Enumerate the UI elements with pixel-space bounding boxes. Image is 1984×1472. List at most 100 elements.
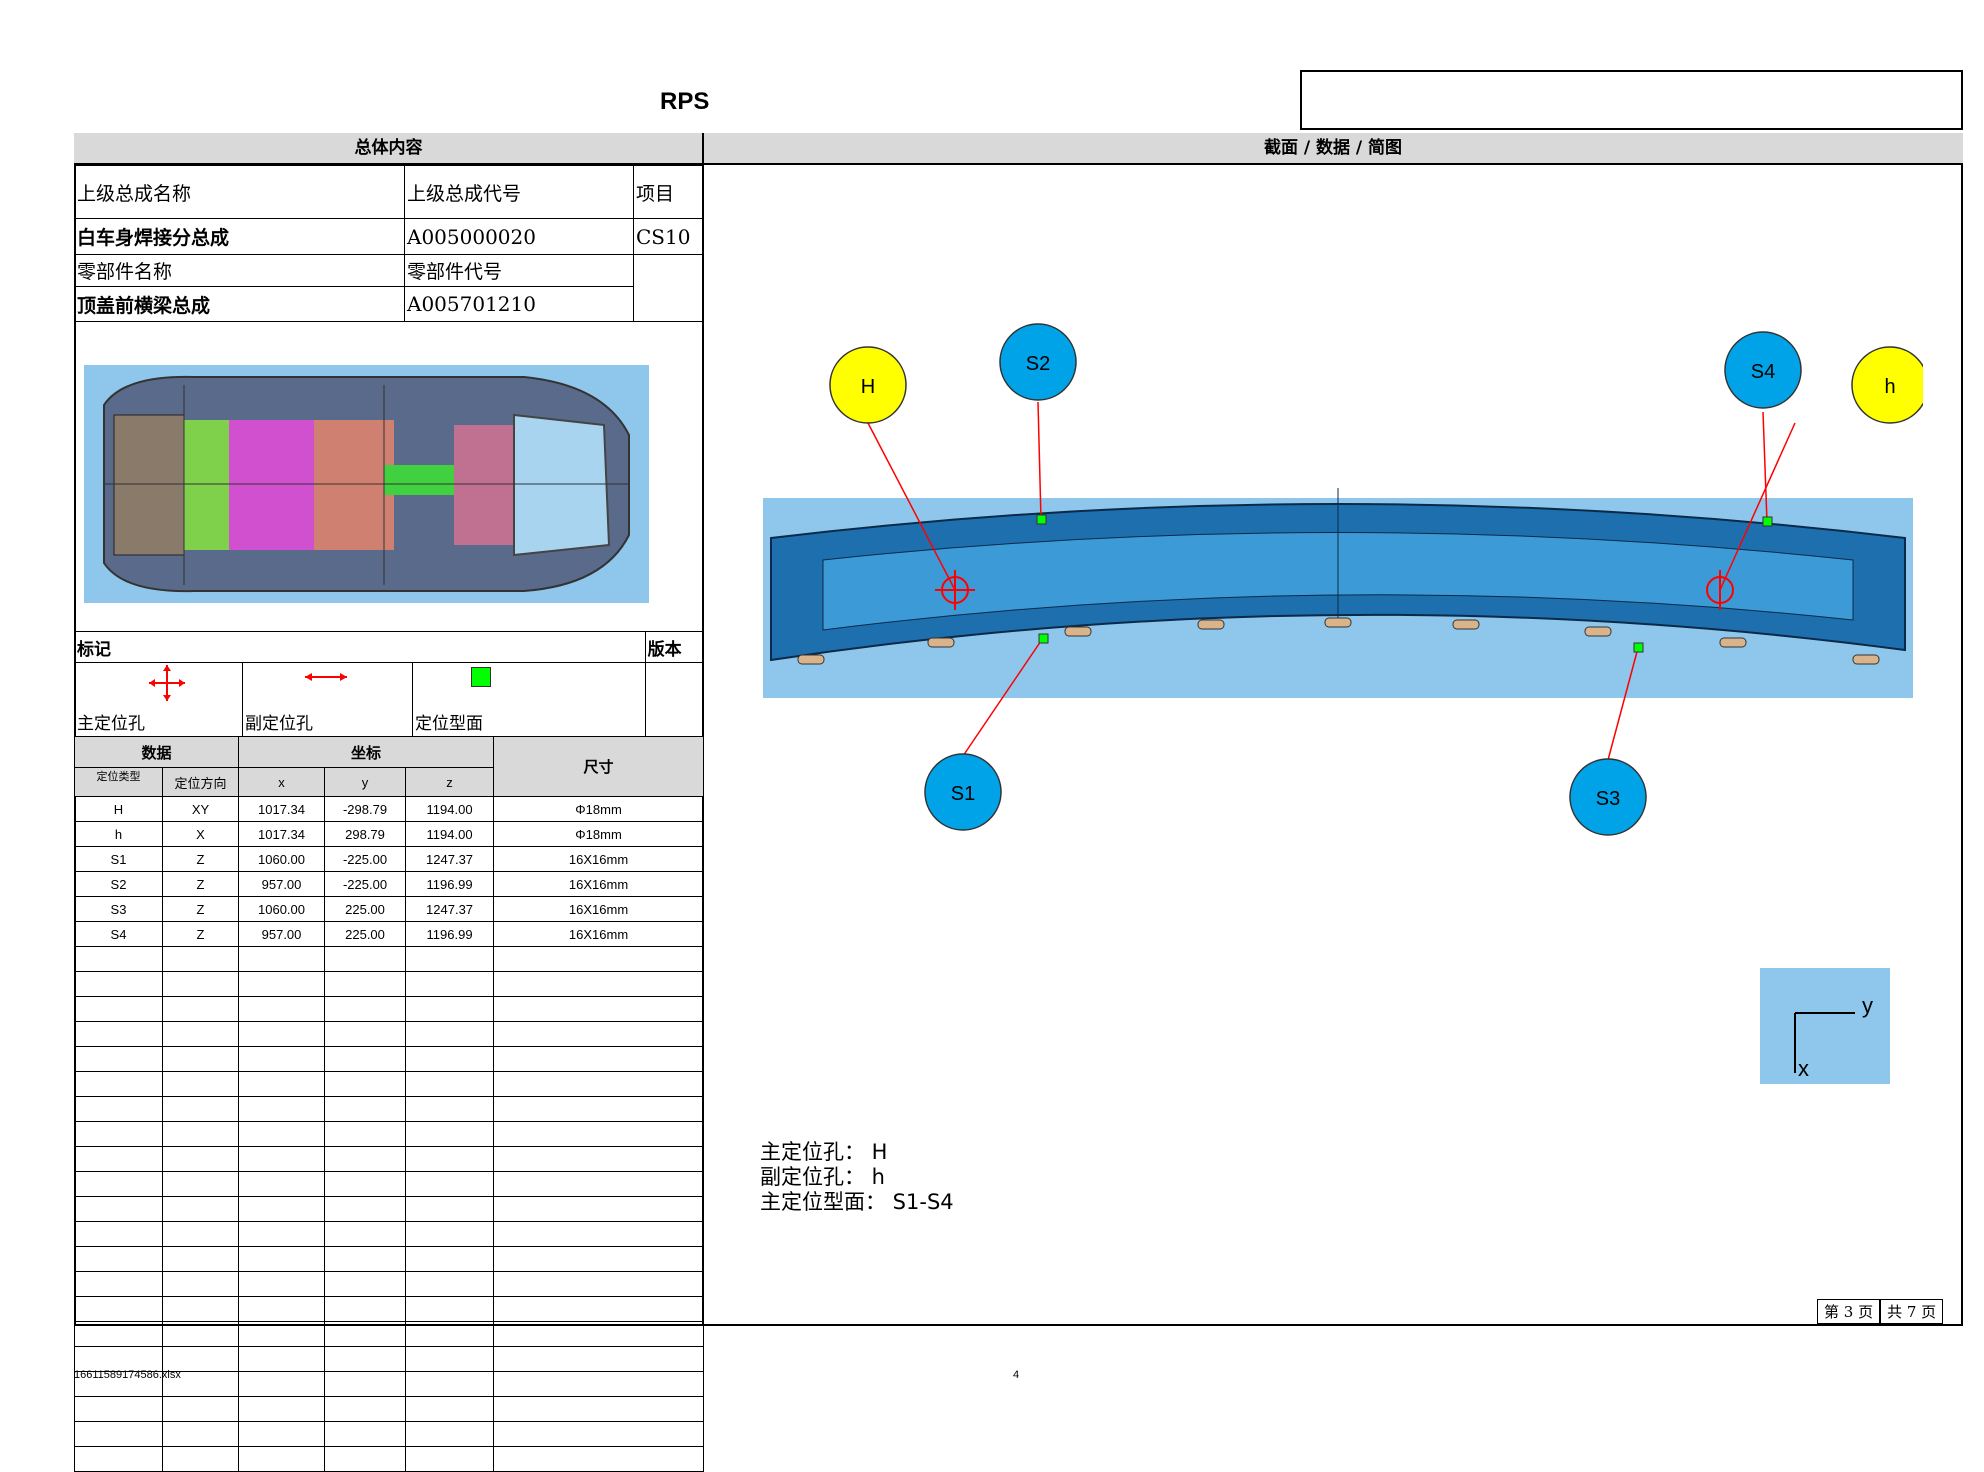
empty-cell bbox=[161, 1346, 240, 1372]
empty-row bbox=[74, 971, 705, 997]
cell-dir: Z bbox=[161, 846, 240, 872]
main-hole-legend: 主定位孔 bbox=[74, 662, 243, 737]
cell-x: 1017.34 bbox=[238, 821, 326, 847]
svg-text:H: H bbox=[861, 376, 875, 398]
empty-row bbox=[74, 1371, 705, 1397]
size-header: 尺寸 bbox=[493, 736, 705, 797]
empty-cell bbox=[74, 1071, 163, 1097]
empty-row bbox=[74, 1146, 705, 1172]
right-section-header: 截面 / 数据 / 简图 bbox=[703, 133, 1963, 165]
empty-cell bbox=[493, 1421, 705, 1447]
cell-x: 957.00 bbox=[238, 921, 326, 947]
empty-cell bbox=[161, 1146, 240, 1172]
empty-row bbox=[74, 1196, 705, 1222]
main-hole-text: 主定位孔 bbox=[77, 714, 145, 734]
page-indicator: 第 3 页共 7 页 bbox=[1817, 1299, 1944, 1324]
empty-cell bbox=[238, 1371, 326, 1397]
cell-dir: X bbox=[161, 821, 240, 847]
parent-code: A005000020 bbox=[404, 218, 634, 255]
cell-size: Φ18mm bbox=[493, 821, 705, 847]
empty-row bbox=[74, 1046, 705, 1072]
empty-cell bbox=[238, 971, 326, 997]
cell-z: 1194.00 bbox=[405, 796, 495, 822]
panel-divider bbox=[702, 133, 704, 1326]
assembly-info-table: 上级总成名称 上级总成代号 项目 白车身焊接分总成 A005000020 CS1… bbox=[74, 165, 703, 322]
axis-y-label: y bbox=[1862, 993, 1873, 1018]
empty-cell bbox=[324, 1146, 407, 1172]
cell-id: H bbox=[74, 796, 163, 822]
empty-cell bbox=[324, 1396, 407, 1422]
empty-row bbox=[74, 1246, 705, 1272]
empty-cell bbox=[238, 1121, 326, 1147]
cell-size: 16X16mm bbox=[493, 896, 705, 922]
z-header: z bbox=[405, 767, 495, 797]
project-label: 项目 bbox=[633, 165, 703, 219]
parent-name-label: 上级总成名称 bbox=[74, 165, 405, 219]
parent-name: 白车身焊接分总成 bbox=[74, 218, 405, 255]
empty-cell bbox=[493, 1196, 705, 1222]
section-diagram: H S2 S4 h S1 S3 bbox=[763, 323, 1923, 836]
note-sub-hole: 副定位孔： h bbox=[760, 1165, 885, 1189]
cell-y: -298.79 bbox=[324, 796, 407, 822]
empty-cell bbox=[161, 1446, 240, 1472]
cell-id: S1 bbox=[74, 846, 163, 872]
empty-cell bbox=[161, 1396, 240, 1422]
sub-hole-text: 副定位孔 bbox=[245, 714, 313, 734]
empty-row bbox=[74, 1446, 705, 1472]
parent-code-label: 上级总成代号 bbox=[404, 165, 634, 219]
surface-S2-marker bbox=[1036, 514, 1047, 525]
cell-y: -225.00 bbox=[324, 846, 407, 872]
cell-z: 1194.00 bbox=[405, 821, 495, 847]
svg-text:S4: S4 bbox=[1751, 361, 1775, 383]
empty-cell bbox=[493, 1321, 705, 1347]
empty-cell bbox=[493, 1171, 705, 1197]
empty-cell bbox=[74, 1271, 163, 1297]
empty-cell bbox=[324, 1321, 407, 1347]
empty-cell bbox=[161, 1046, 240, 1072]
footer-filename: 16611589174586.xlsx bbox=[74, 1369, 181, 1381]
cell-id: h bbox=[74, 821, 163, 847]
surface-S3-marker bbox=[1633, 642, 1644, 653]
empty-row bbox=[74, 1321, 705, 1347]
empty-cell bbox=[238, 1146, 326, 1172]
empty-cell bbox=[238, 946, 326, 972]
empty-row bbox=[74, 1221, 705, 1247]
empty-cell bbox=[74, 1221, 163, 1247]
empty-cell bbox=[74, 1121, 163, 1147]
label-S3: S3 bbox=[1569, 758, 1647, 836]
empty-cell bbox=[238, 1396, 326, 1422]
empty-cell bbox=[74, 1421, 163, 1447]
surface-square-icon bbox=[471, 667, 491, 687]
axis-x-label: x bbox=[1798, 1056, 1809, 1081]
cell-id: S2 bbox=[74, 871, 163, 897]
empty-row bbox=[74, 996, 705, 1022]
empty-cell bbox=[405, 1296, 495, 1322]
y-header: y bbox=[324, 767, 407, 797]
empty-cell bbox=[493, 1146, 705, 1172]
empty-row bbox=[74, 1421, 705, 1447]
empty-cell bbox=[405, 1346, 495, 1372]
empty-cell bbox=[238, 1221, 326, 1247]
empty-cell bbox=[493, 1221, 705, 1247]
cell-z: 1196.99 bbox=[405, 921, 495, 947]
footer-number: 4 bbox=[1013, 1369, 1020, 1381]
slots bbox=[797, 617, 1880, 665]
label-S2: S2 bbox=[999, 323, 1077, 401]
empty-cell bbox=[74, 1396, 163, 1422]
empty-cell bbox=[161, 1196, 240, 1222]
hole-H-marker bbox=[935, 570, 975, 610]
empty-cell bbox=[238, 1171, 326, 1197]
empty-cell bbox=[238, 1321, 326, 1347]
empty-cell bbox=[324, 1296, 407, 1322]
empty-cell bbox=[74, 1321, 163, 1347]
empty-row bbox=[74, 1071, 705, 1097]
locating-notes: 主定位孔： H 副定位孔： h 主定位型面： S1-S4 bbox=[760, 1140, 954, 1215]
page-title: RPS bbox=[660, 88, 710, 115]
cell-z: 1247.37 bbox=[405, 846, 495, 872]
callout-lines bbox=[867, 401, 1796, 761]
part-code-label: 零部件代号 bbox=[404, 254, 634, 287]
project-blank-cell bbox=[633, 254, 703, 322]
